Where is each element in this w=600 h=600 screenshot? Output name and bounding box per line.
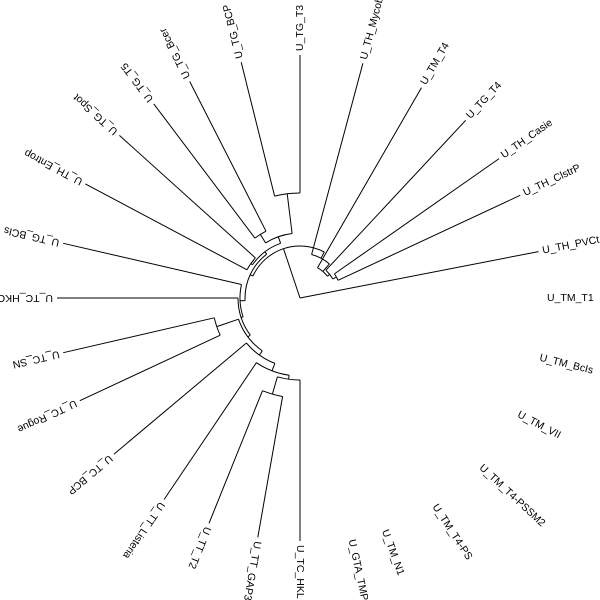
- branch-arc-15: [277, 376, 301, 381]
- branch-arc-24: [213, 317, 221, 336]
- branch-line-34: [119, 135, 256, 259]
- leaf-label-th-mycob: U_TH_Mycob: [358, 0, 386, 61]
- branch-line-14: [288, 375, 290, 380]
- leaf-label-tm-t4ps: U_TM_T4-PS: [430, 502, 475, 562]
- leaf-label-tg-bcls: U_TG_BCIs: [3, 224, 61, 248]
- leaf-label-tc-rogue: U_TC_Rogue: [15, 397, 78, 435]
- branch-line-23: [216, 318, 239, 328]
- leaf-label-tg-bcer: U_TG_Bcer: [157, 25, 193, 80]
- branch-arc-38: [254, 230, 267, 239]
- leaf-label-tg-t4: U_TG_T4: [464, 79, 504, 121]
- branch-line-26: [63, 317, 215, 354]
- branch-line-17: [271, 376, 278, 395]
- branch-arc-36: [265, 233, 293, 244]
- branch-arc-13: [256, 362, 290, 376]
- branch-line-0: [283, 248, 301, 299]
- leaf-label-tm-t1: U_TM_T1: [547, 292, 594, 304]
- leaf-label-tc-sn: U_TC_SN: [11, 348, 60, 370]
- branch-arc-1: [252, 245, 325, 277]
- branch-line-21: [163, 362, 257, 500]
- leaf-label-tc-bcp: U_TC_BCP: [65, 452, 115, 496]
- branch-arc-3: [244, 253, 268, 301]
- leaf-label-gta-tmp: U_GTA_TMP: [346, 538, 371, 600]
- leaf-label-tg-spot: U_TG_Spot: [71, 91, 120, 137]
- leaf-label-th-entrop: U_TH_Entrop: [22, 147, 84, 188]
- branch-line-56: [334, 158, 500, 275]
- leaf-label-th-pvc: U_TH_PVCt: [541, 234, 600, 257]
- branch-line-12: [271, 363, 276, 371]
- branch-line-39: [153, 103, 256, 239]
- leaf-label-tc-hkc: U_TC_HKC: [0, 292, 53, 304]
- leaf-label-tm-t4: U_TM_T4: [418, 40, 452, 87]
- branch-line-53: [325, 119, 467, 271]
- branch-arc-55: [333, 273, 339, 281]
- branch-line-48: [322, 263, 330, 272]
- branch-line-40: [189, 81, 267, 232]
- leaf-label-th-clstrp: U_TH_ClstrP: [521, 162, 582, 199]
- branch-arc-30: [252, 242, 281, 265]
- leaf-label-tt-gap: U_TT_GAP3: [241, 540, 263, 600]
- branch-line-10: [258, 350, 263, 356]
- branch-arc-5: [239, 284, 244, 318]
- branch-line-2: [249, 274, 254, 277]
- branch-line-50: [317, 87, 422, 268]
- branch-line-33: [85, 183, 248, 271]
- branch-line-25: [79, 334, 221, 402]
- leaf-label-tm-vii: U_TM_VII: [515, 409, 562, 442]
- leaf-label-th-casie: U_TH_Casie: [499, 117, 555, 161]
- leaf-label-tt-listeria: U_TT_Listeria: [120, 500, 167, 562]
- branch-line-58: [299, 251, 539, 299]
- branch-line-54: [332, 276, 337, 280]
- leaf-label-tm-bcls: U_TM_BcIs: [538, 352, 594, 377]
- leaf-label-tg-bcp: U_TG_BCP: [221, 3, 246, 60]
- branch-line-57: [337, 194, 521, 281]
- leaf-label-tm-n1: U_TM_N1: [379, 528, 407, 577]
- branch-line-35: [277, 236, 282, 244]
- branch-line-43: [240, 62, 276, 197]
- branch-line-19: [257, 396, 284, 538]
- leaf-label-tc-hkl: U_TC_HKL: [294, 545, 306, 599]
- branch-arc-49: [317, 267, 328, 277]
- branch-line-8: [247, 334, 251, 338]
- branch-line-28: [63, 242, 242, 285]
- leaf-label-tt-t2: U_TT_T2: [185, 525, 213, 571]
- branch-line-45: [320, 251, 325, 259]
- branch-line-29: [264, 251, 268, 255]
- leaf-label-tg-t5: U_TG_T5: [119, 60, 156, 104]
- tree-edges: [57, 55, 539, 541]
- branch-arc-9: [238, 319, 263, 352]
- branch-arc-11: [246, 342, 276, 364]
- branch-line-47: [311, 63, 364, 255]
- leaf-label-tg-t3: U_TG_T3: [294, 5, 306, 51]
- leaf-label-tm-t4pssm2: U_TM_T4-PSSM2: [477, 462, 548, 529]
- branch-arc-7: [237, 297, 251, 336]
- branch-line-20: [208, 390, 263, 524]
- branch-line-41: [286, 193, 293, 234]
- branch-arc-52: [325, 269, 334, 280]
- branch-line-22: [113, 342, 247, 455]
- branch-line-37: [259, 234, 267, 244]
